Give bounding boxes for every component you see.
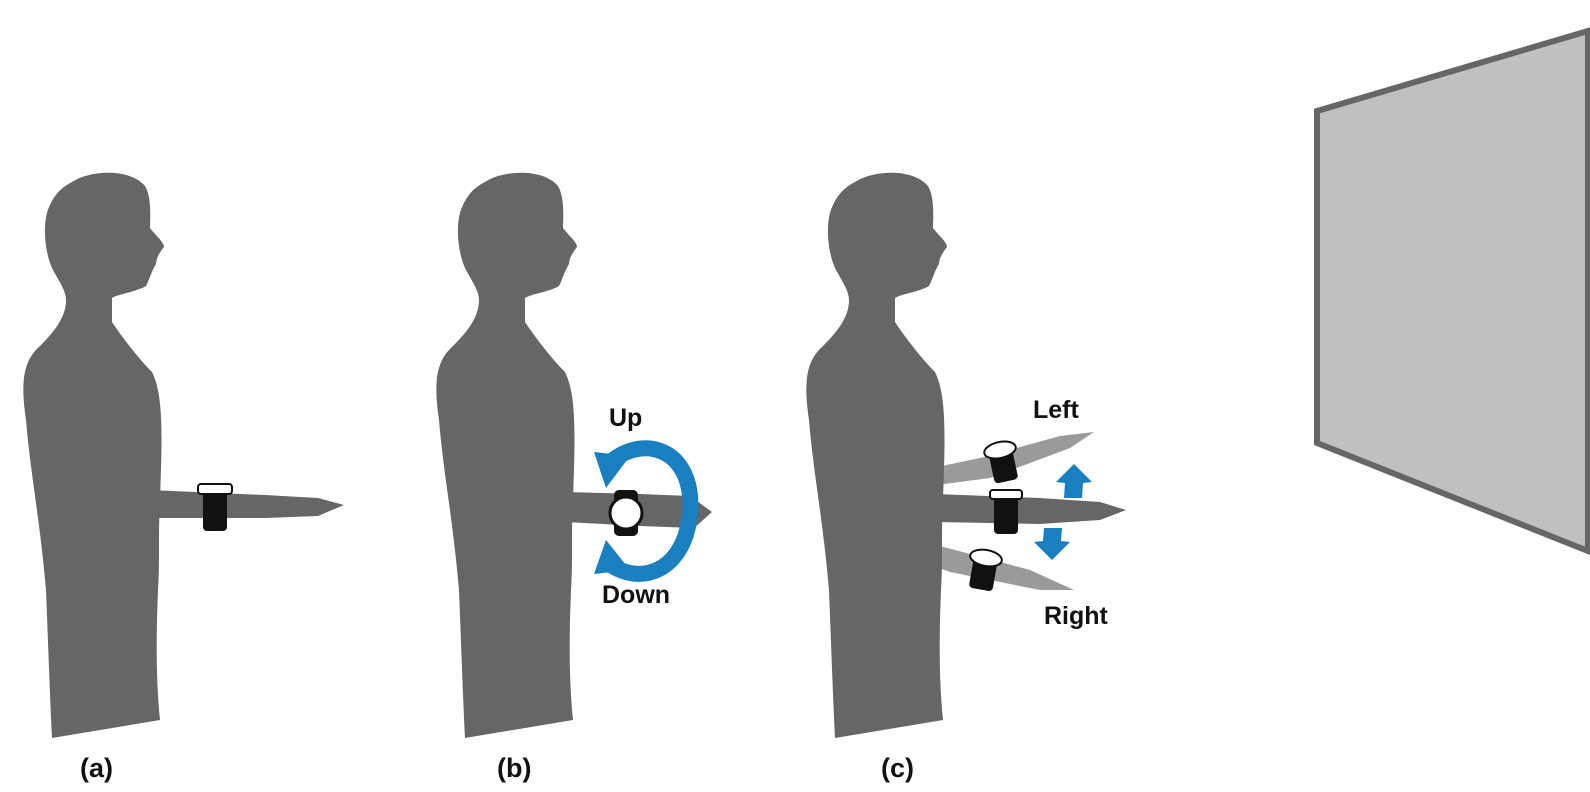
smartwatch-icon (198, 484, 232, 531)
label-up: Up (609, 404, 642, 432)
forearm (150, 490, 344, 518)
forearm (935, 494, 1126, 524)
panel-caption-a: (a) (80, 753, 113, 783)
person-silhouette (436, 173, 577, 738)
smartwatch-icon (610, 490, 642, 536)
panel-caption-c: (c) (881, 753, 914, 783)
label-left: Left (1033, 396, 1080, 424)
person-silhouette (23, 173, 164, 738)
direction-arrow-icon (1034, 528, 1070, 560)
person-silhouette (806, 173, 947, 738)
display-screen (1317, 31, 1588, 551)
direction-arrow-icon (1056, 464, 1092, 498)
label-right: Right (1044, 602, 1109, 630)
panel-c: Left Right (c) (806, 173, 1126, 783)
smartwatch-icon (994, 496, 1018, 534)
label-down: Down (602, 581, 670, 609)
panel-a: (a) (23, 173, 344, 783)
panel-b: Up Down (b) (436, 173, 712, 783)
panel-caption-b: (b) (497, 753, 531, 783)
